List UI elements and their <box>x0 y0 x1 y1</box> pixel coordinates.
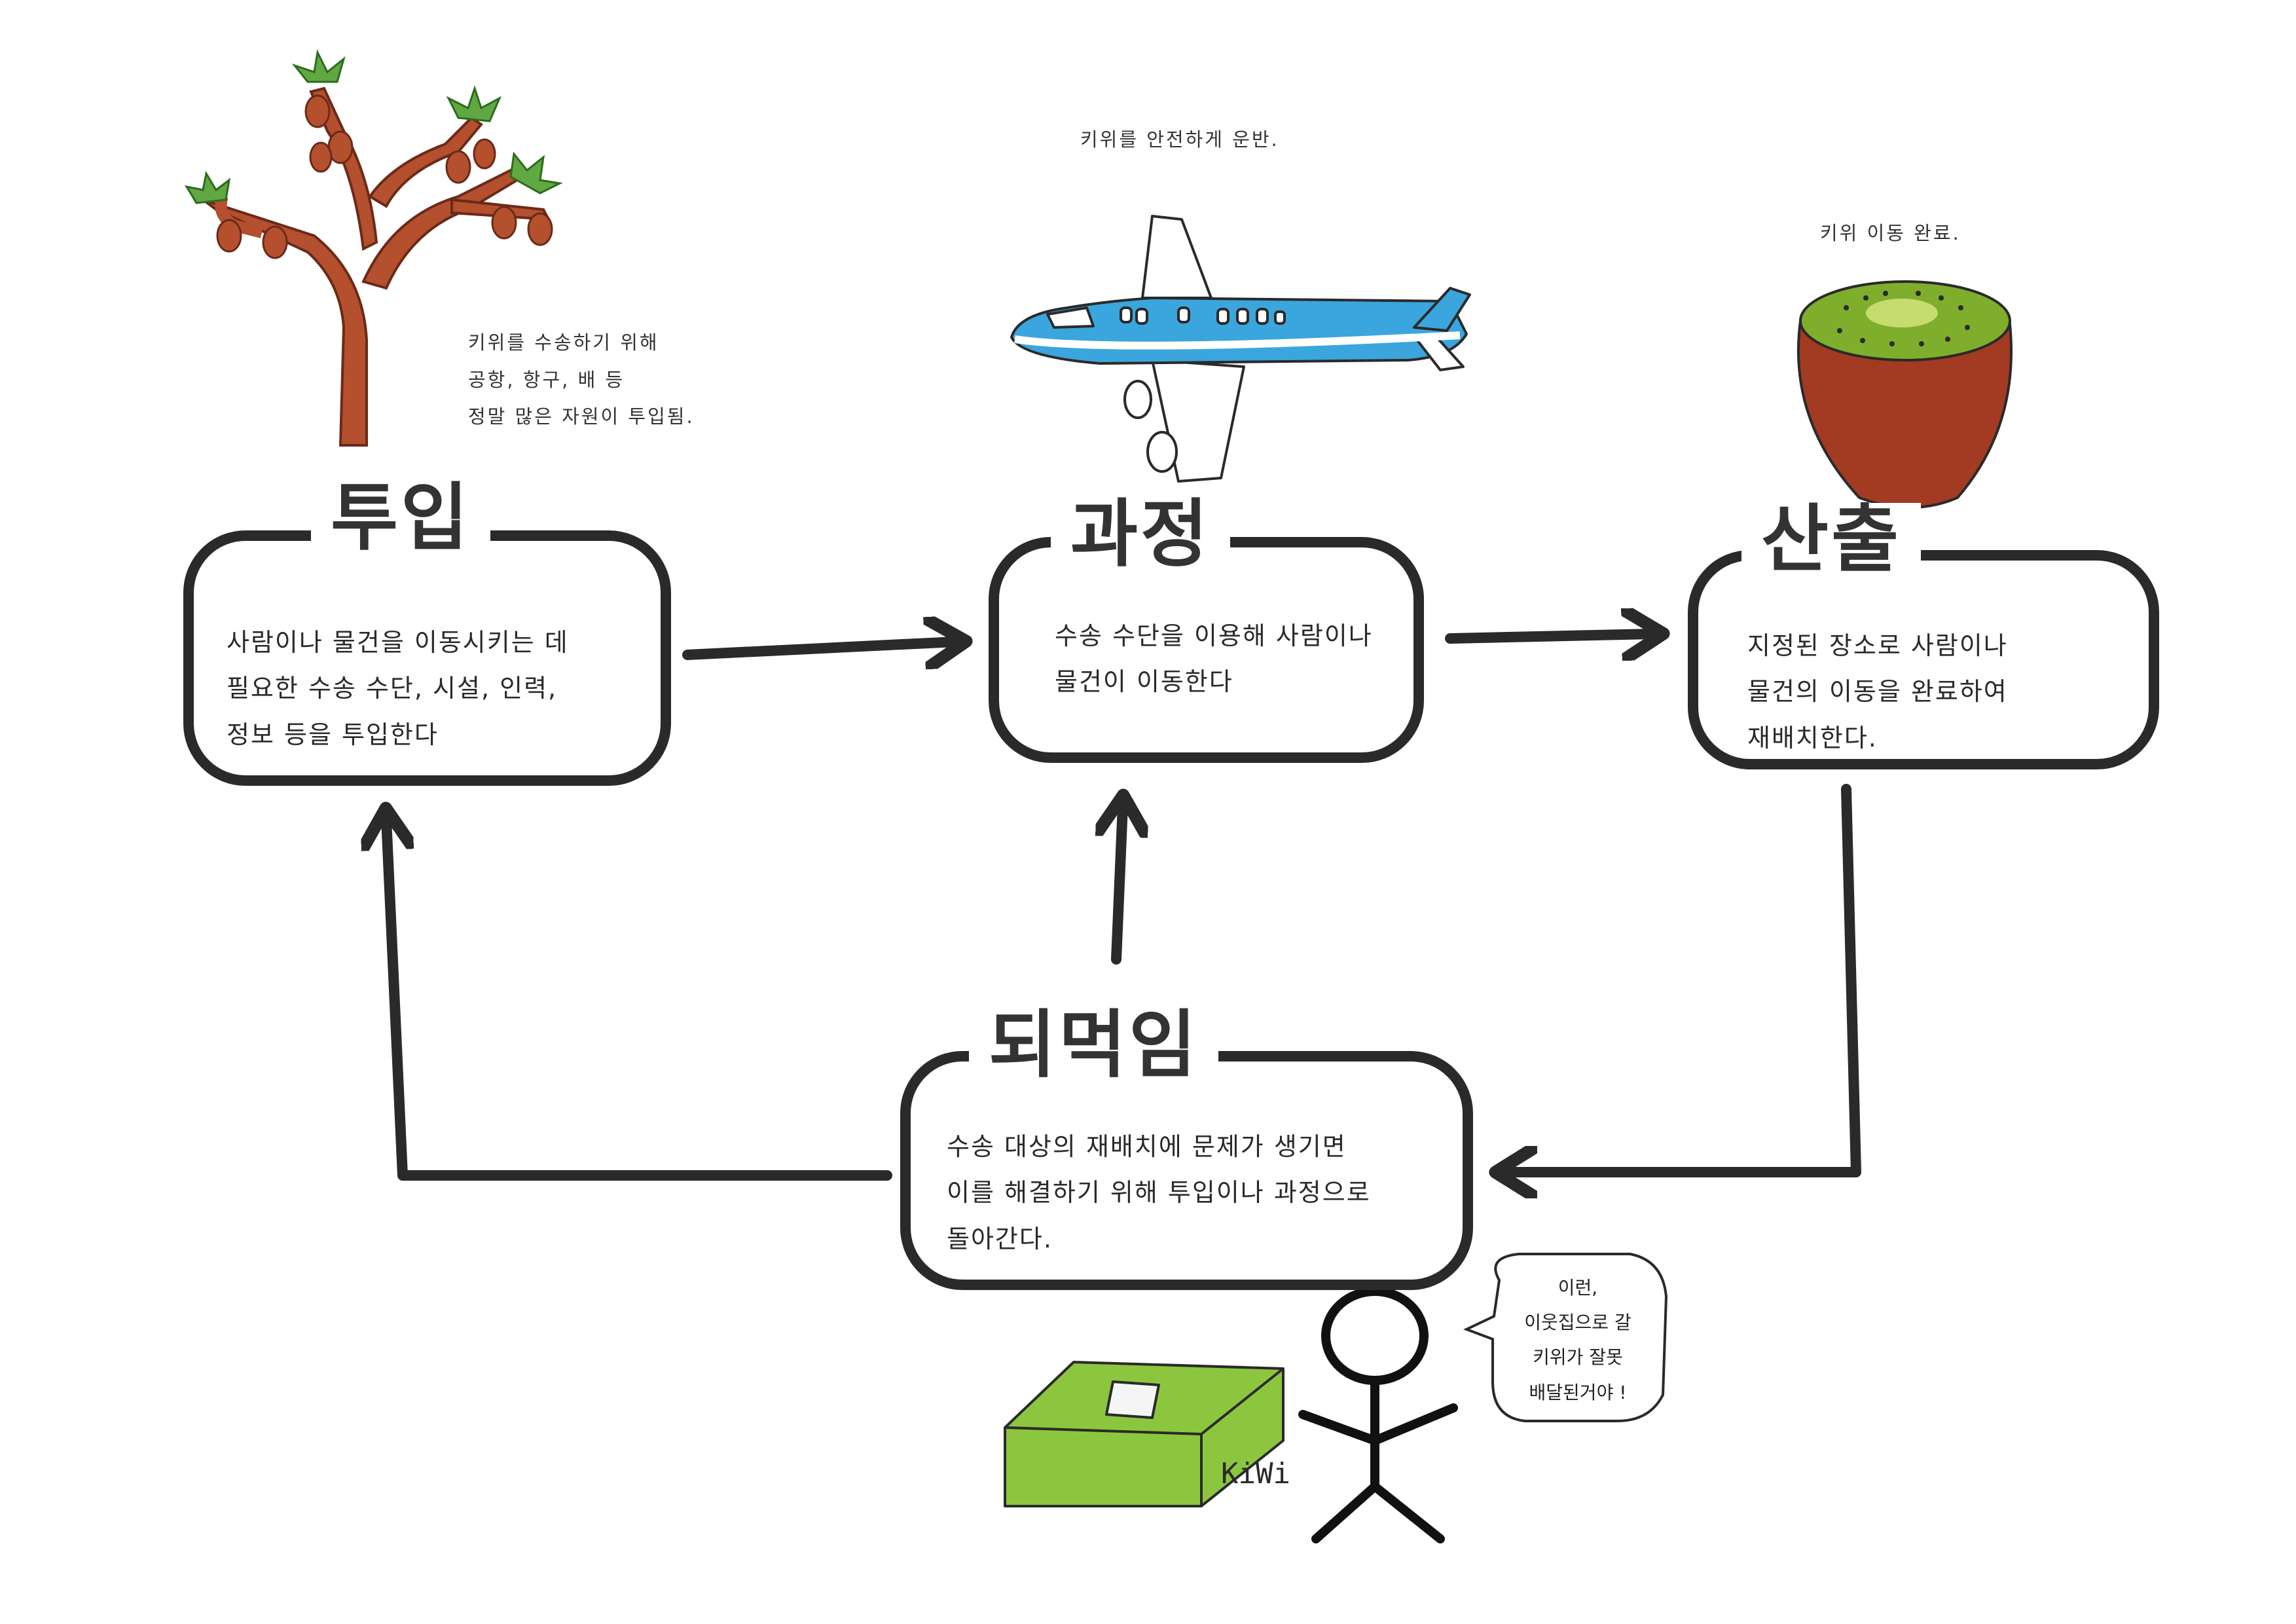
process-box-title: 과정 <box>1051 498 1231 571</box>
input-box-text: 사람이나 물건을 이동시키는 데 필요한 수송 수단, 시설, 인력, 정보 등… <box>227 628 569 749</box>
airplane-illustration <box>1010 215 1471 483</box>
arrow-input-to-process <box>682 642 956 655</box>
kiwi-note: 키위 이동 완료. <box>1820 222 1961 244</box>
arrow-output-to-feedback <box>1506 784 1861 1172</box>
speech-bubble-text: 이런, 이웃집으로 갈 키위가 잘못 배달된거야 ! <box>1524 1277 1631 1403</box>
kiwi-tree-illustration <box>184 49 563 447</box>
feedback-box-title: 되먹임 <box>969 1008 1219 1082</box>
kiwi-box-illustration <box>1004 1361 1285 1507</box>
arrow-process-to-output <box>1445 634 1653 638</box>
arrow-feedback-to-input <box>386 819 892 1181</box>
output-box-title: 산출 <box>1741 503 1922 576</box>
plane-note: 키위를 안전하게 운반. <box>1080 128 1279 151</box>
box-label: KiWi <box>1221 1457 1290 1490</box>
tree-note: 키위를 수송하기 위해 공항, 항구, 배 등 정말 많은 자원이 투입됨. <box>468 331 695 428</box>
feedback-box-text: 수송 대상의 재배치에 문제가 생기면 이를 해결하기 위해 투입이나 과정으로… <box>947 1132 1371 1253</box>
output-box: 지정된 장소로 사람이나 물건의 이동을 완료하여 재배치한다. <box>1688 550 2159 769</box>
arrow-feedback-to-process <box>1116 805 1123 965</box>
kiwi-fruit-illustration <box>1796 280 2013 509</box>
speech-bubble-outline <box>1463 1253 1668 1422</box>
input-box-title: 투입 <box>311 481 491 555</box>
stick-figure <box>1298 1287 1458 1543</box>
input-box: 사람이나 물건을 이동시키는 데 필요한 수송 수단, 시설, 인력, 정보 등… <box>183 530 671 786</box>
process-box-text: 수송 수단을 이용해 사람이나 물건이 이동한다 <box>1055 621 1373 697</box>
output-box-text: 지정된 장소로 사람이나 물건의 이동을 완료하여 재배치한다. <box>1747 631 2008 752</box>
